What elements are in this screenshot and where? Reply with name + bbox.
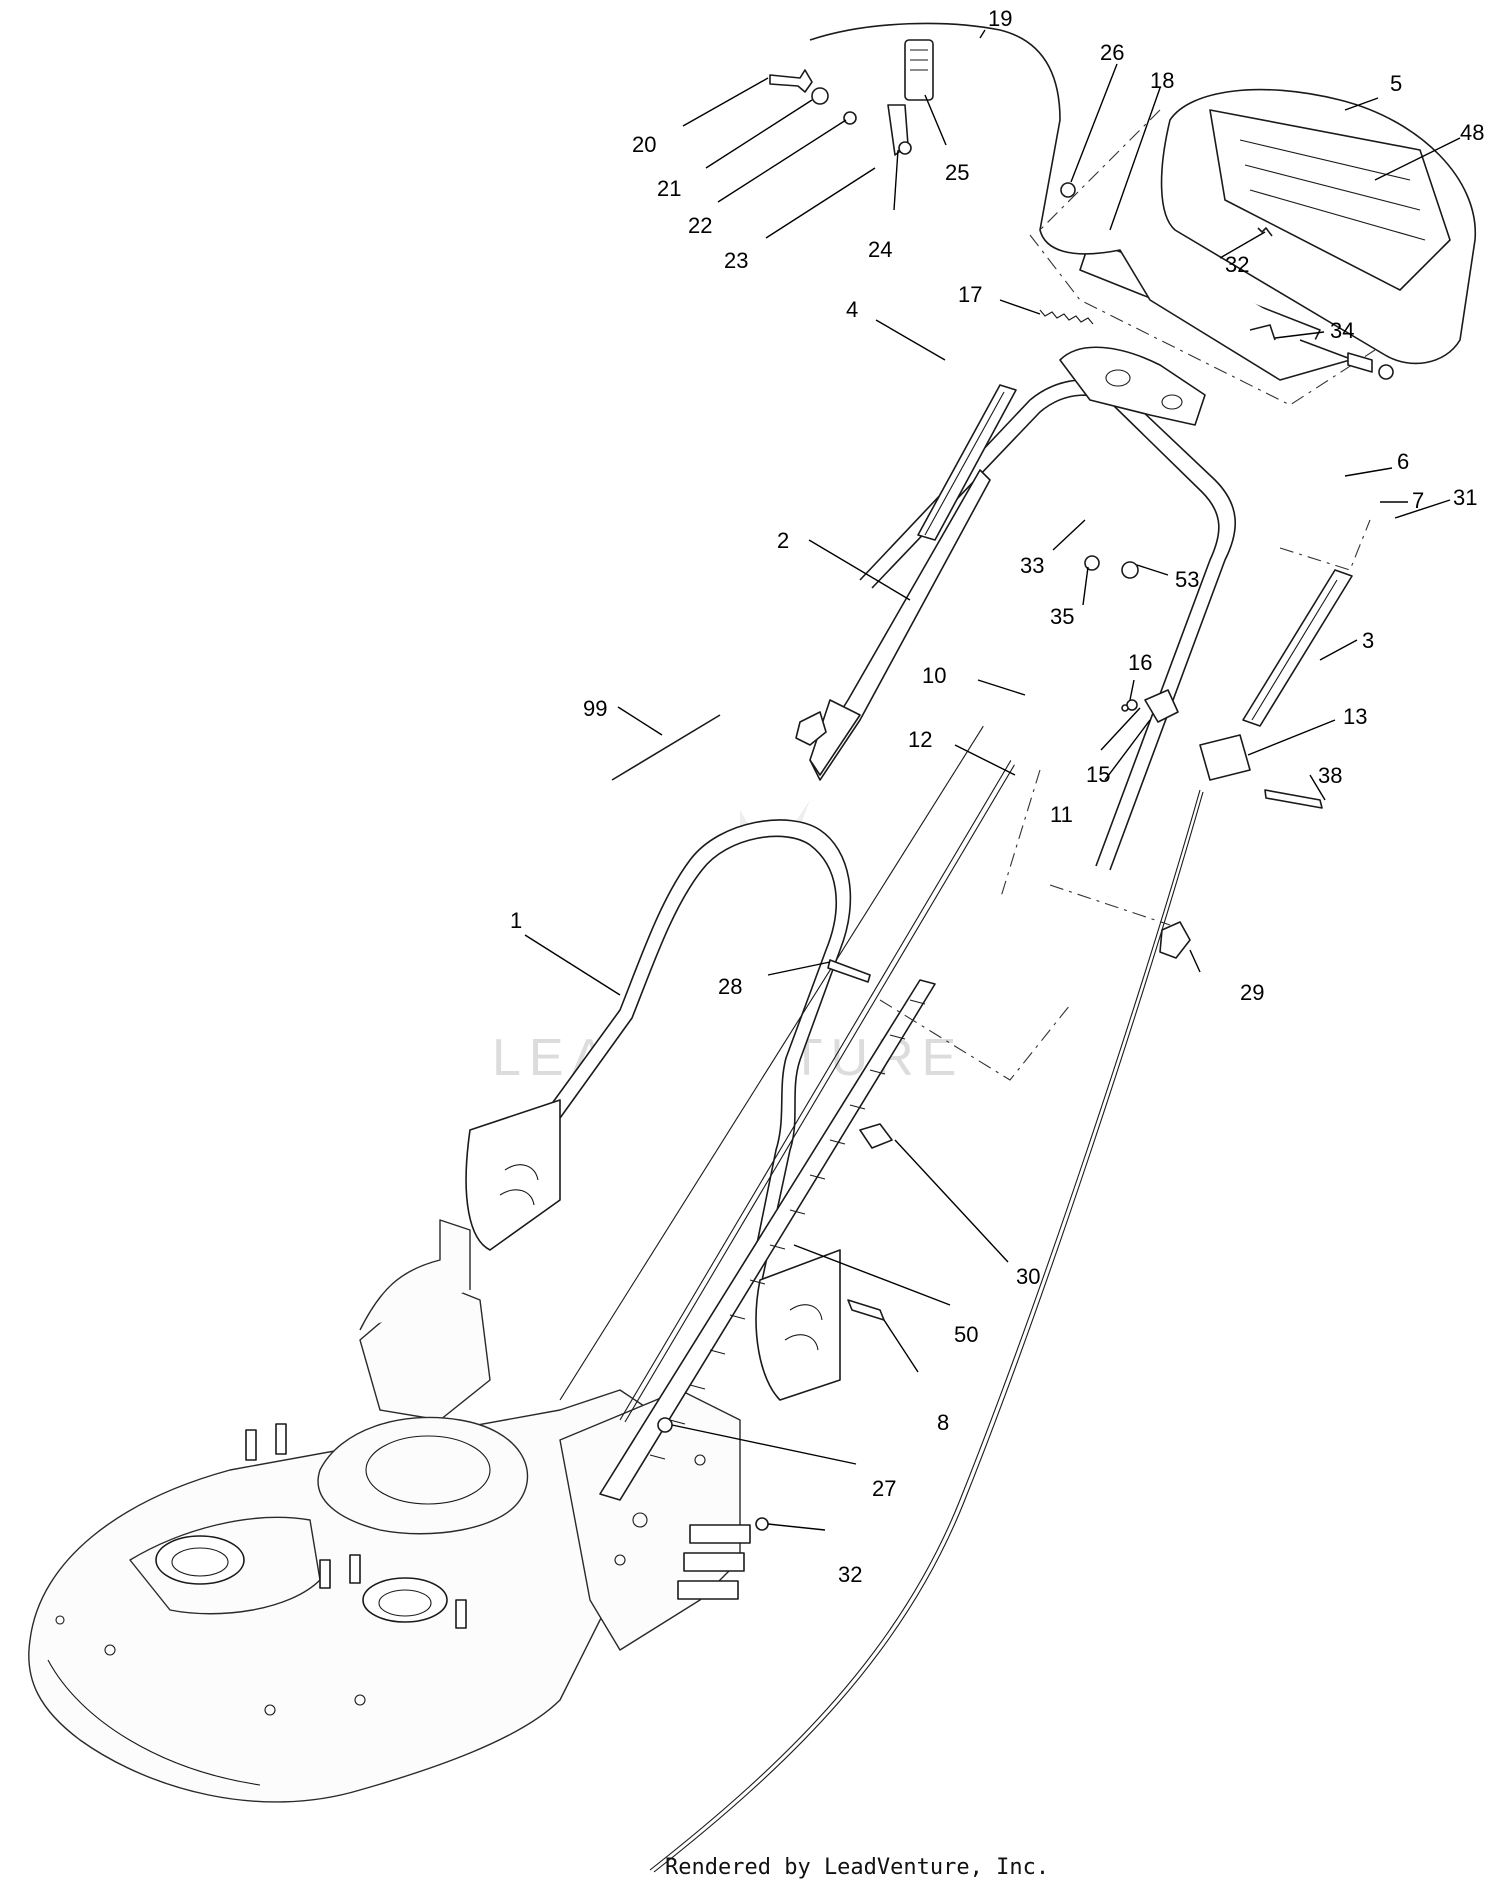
callout-38: 38 [1318,763,1342,788]
washer-part-21 [811,87,829,105]
spring-cover-part-50 [599,979,936,1501]
callout-labels: 19 20 21 22 23 24 25 26 18 5 48 32 17 4 … [510,6,1484,1587]
callout-53: 53 [1175,567,1199,592]
lower-handle-right-bracket [755,1249,841,1401]
washer-part-15 [1121,704,1129,712]
callout-8: 8 [937,1410,949,1435]
callout-48: 48 [1460,120,1484,145]
callout-32-top: 32 [1225,252,1249,277]
bracket-part-11 [1144,689,1179,723]
callout-35: 35 [1050,604,1074,629]
nut-part-27 [657,1417,673,1433]
callout-12: 12 [908,727,932,752]
callout-6: 6 [1397,449,1409,474]
callout-99: 99 [583,696,607,721]
callout-16: 16 [1128,650,1152,675]
pin-part-20 [769,69,813,93]
cable-mount-part-13 [1199,734,1251,781]
render-credit: Rendered by LeadVenture, Inc. [665,1855,1049,1880]
callout-21: 21 [657,176,681,201]
callout-17: 17 [958,282,982,307]
hardware [611,69,1394,1531]
callout-24: 24 [868,237,892,262]
callout-25: 25 [945,160,969,185]
control-housing-part-5 [1160,88,1476,365]
pin-part-35 [1084,555,1100,571]
callout-26: 26 [1100,40,1124,65]
callout-2: 2 [777,528,789,553]
rod-part-99 [611,714,721,781]
callout-leaders [524,29,1461,1531]
callout-19: 19 [988,6,1012,31]
callout-1: 1 [510,908,522,933]
nut-part-32-bottom [755,1517,769,1531]
callout-18: 18 [1150,68,1174,93]
callout-28: 28 [718,974,742,999]
callout-33: 33 [1020,553,1044,578]
clip-part-26 [1060,182,1076,198]
callout-4: 4 [846,297,858,322]
callout-20: 20 [632,132,656,157]
washer-part-31 [1378,364,1394,380]
callout-15: 15 [1086,762,1110,787]
lower-handle-part-1 [465,819,852,1401]
nut-part-24 [898,141,912,155]
side-rail-part-3 [1242,569,1353,727]
bail-lever-part-19 [809,22,1351,381]
lower-handle-left-bracket [465,1099,561,1251]
pin-part-6 [1299,339,1349,359]
callout-7: 7 [1412,488,1424,513]
bolt-part-8 [847,1299,885,1321]
upper-handle-part-2 [809,378,1236,871]
bail-bracket-part-33 [1059,346,1206,426]
spacer-part-7 [1347,352,1373,373]
spring-part-17 [1039,309,1094,325]
mower-deck [28,1219,751,1803]
knob-part-29 [1159,921,1191,959]
callout-32-bottom: 32 [838,1562,862,1587]
assembly-lines [879,109,1376,1081]
knob-upper-left [795,711,827,746]
clip-part-53 [1121,561,1139,579]
pin-part-30 [859,1123,893,1149]
bolt-part-38 [1264,789,1323,809]
callout-29: 29 [1240,980,1264,1005]
bolt-part-28 [827,959,871,983]
callout-23: 23 [724,248,748,273]
callout-30: 30 [1016,1264,1040,1289]
callout-34: 34 [1330,318,1354,343]
callout-10: 10 [922,663,946,688]
side-rail-part-4 [917,384,1017,541]
nut-part-22 [843,111,857,125]
callout-31: 31 [1453,485,1477,510]
callout-5: 5 [1390,71,1402,96]
rod-part-34 [1249,324,1276,341]
callout-27: 27 [872,1476,896,1501]
callout-11: 11 [1050,802,1073,827]
callout-13: 13 [1343,704,1367,729]
callout-50: 50 [954,1322,978,1347]
callout-22: 22 [688,213,712,238]
callout-3: 3 [1362,628,1374,653]
